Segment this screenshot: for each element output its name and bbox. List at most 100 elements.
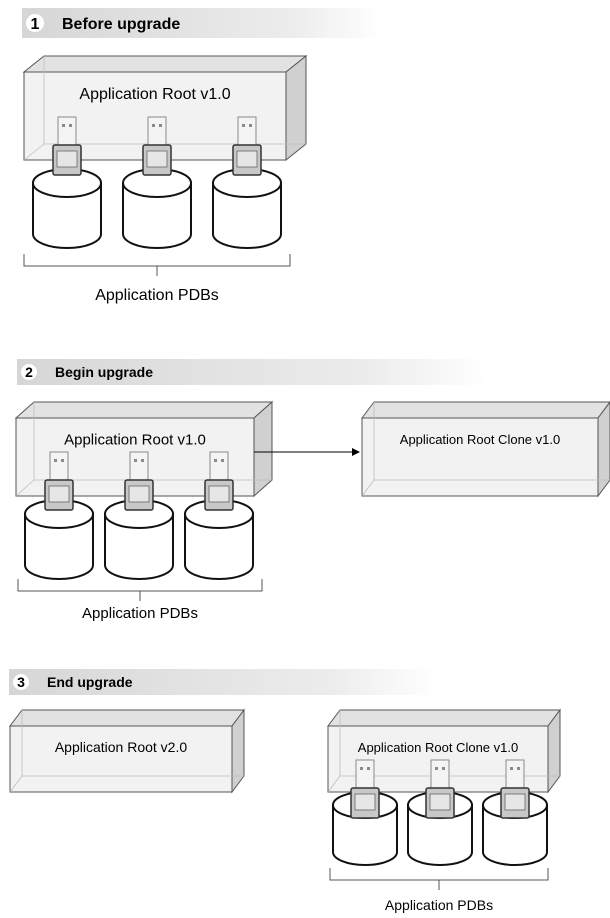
box-label: Application Root Clone v1.0 <box>358 740 518 755</box>
pdb-cylinder-icon <box>407 759 473 866</box>
step-title: Begin upgrade <box>55 364 153 380</box>
plug-tip <box>57 116 77 146</box>
pdb-bracket <box>329 868 549 881</box>
pdb-cylinder-icon <box>104 451 174 580</box>
plug-tip <box>505 759 525 789</box>
step-title: Before upgrade <box>62 16 180 33</box>
plug-pin <box>367 767 370 770</box>
box-top-face <box>9 709 245 727</box>
plug-tip <box>147 116 167 146</box>
box-label: Application Root v2.0 <box>55 739 188 755</box>
plug-tip <box>129 451 149 481</box>
plug-connector-icon <box>124 451 154 511</box>
pdb-bracket <box>17 579 263 592</box>
cylinder-body <box>184 513 254 580</box>
pdb-cylinder-icon <box>184 451 254 580</box>
plug-pin <box>152 124 155 127</box>
box-back-edge <box>361 479 375 497</box>
cylinder-body <box>32 182 102 249</box>
pdb-cylinder-icon <box>32 116 102 249</box>
pdb-group-label: Application PDBs <box>95 287 219 304</box>
cylinder-body <box>212 182 282 249</box>
step-number-badge <box>21 364 37 380</box>
plug-connector-icon <box>232 116 262 176</box>
step-number: 3 <box>17 674 25 690</box>
box-label: Application Root Clone v1.0 <box>400 432 560 447</box>
plug-pin <box>517 767 520 770</box>
step-number-badge <box>26 14 44 32</box>
pdb-group-1: Application PDBs <box>23 116 291 304</box>
box-label: Application Root v1.0 <box>79 86 230 103</box>
plug-connector-icon <box>142 116 172 176</box>
box-back-edge <box>9 775 23 793</box>
box-top-face <box>327 709 561 727</box>
box-label: Application Root v1.0 <box>64 432 206 449</box>
box-top-face <box>22 55 308 73</box>
plug-pin <box>54 459 57 462</box>
pdb-cylinder-icon <box>212 116 282 249</box>
plug-face <box>56 150 78 168</box>
cylinder-body <box>122 182 192 249</box>
pdb-bracket <box>23 254 291 267</box>
plug-tip <box>209 451 229 481</box>
plug-face <box>429 793 451 811</box>
box-top-face <box>14 401 274 419</box>
step-number: 2 <box>25 364 33 380</box>
plug-face <box>48 485 70 503</box>
cylinder-body <box>24 513 94 580</box>
step-number: 1 <box>31 16 40 33</box>
plug-tip <box>49 451 69 481</box>
pdb-group-3: Application PDBs <box>329 759 549 913</box>
box-front-face <box>9 725 233 793</box>
plug-face <box>146 150 168 168</box>
plug-pin <box>221 459 224 462</box>
plug-tip <box>355 759 375 789</box>
plug-connector-icon <box>425 759 455 819</box>
box-side-face <box>253 400 273 498</box>
step-band <box>17 359 487 385</box>
box-back-edge <box>327 775 341 793</box>
plug-connector-icon <box>52 116 82 176</box>
step-header-1: 1 Before upgrade <box>22 8 382 38</box>
step-band <box>22 8 382 38</box>
plug-pin <box>159 124 162 127</box>
plug-pin <box>61 459 64 462</box>
plug-pin <box>435 767 438 770</box>
box-side-face <box>597 401 610 498</box>
plug-pin <box>62 124 65 127</box>
step-header-3: 3 End upgrade <box>9 669 439 695</box>
plug-face <box>208 485 230 503</box>
plug-pin <box>134 459 137 462</box>
pdb-cylinder-icon <box>332 759 398 866</box>
plug-face <box>236 150 258 168</box>
plug-tip <box>430 759 450 789</box>
step-band <box>9 669 439 695</box>
cylinder-body <box>407 804 473 866</box>
step-number-badge <box>13 674 29 690</box>
pdb-cylinder-icon <box>24 451 94 580</box>
cylinder-body <box>482 804 548 866</box>
plug-pin <box>69 124 72 127</box>
pdb-group-label: Application PDBs <box>82 605 198 622</box>
plug-pin <box>214 459 217 462</box>
box-back-edge <box>15 479 35 497</box>
box-top-face <box>361 401 610 419</box>
step-header-2: 2 Begin upgrade <box>17 359 487 385</box>
plug-pin <box>442 767 445 770</box>
box-front-face <box>361 417 599 497</box>
application-root-clone-box: Application Root Clone v1.0 <box>361 401 610 498</box>
pdb-cylinder-icon <box>122 116 192 249</box>
plug-pin <box>510 767 513 770</box>
plug-connector-icon <box>350 759 380 819</box>
plug-connector-icon <box>44 451 74 511</box>
plug-face <box>128 485 150 503</box>
plug-connector-icon <box>204 451 234 511</box>
step-title: End upgrade <box>47 674 133 690</box>
box-back-edge <box>23 143 45 161</box>
cylinder-body <box>104 513 174 580</box>
plug-pin <box>249 124 252 127</box>
plug-face <box>504 793 526 811</box>
plug-pin <box>141 459 144 462</box>
cylinder-body <box>332 804 398 866</box>
